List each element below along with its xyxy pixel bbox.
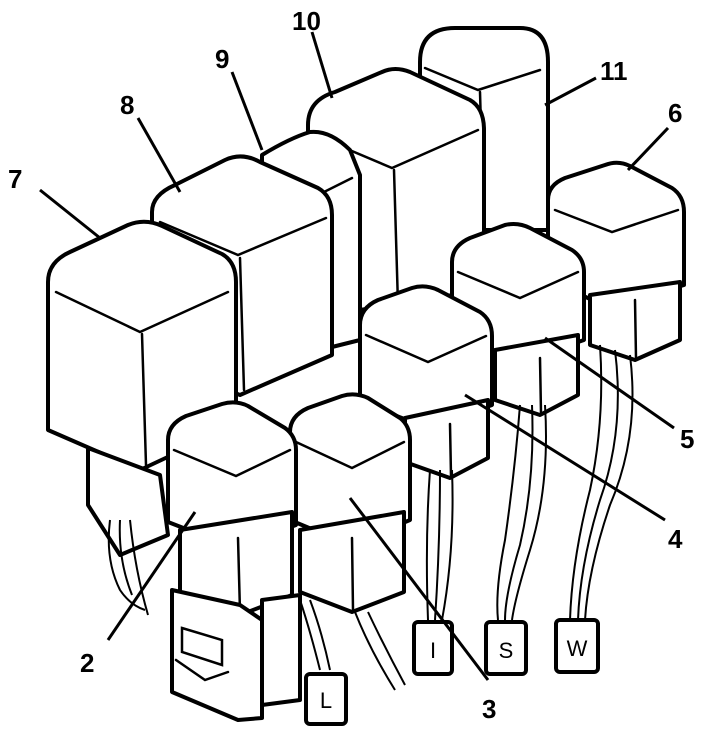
callout-11: 11 <box>600 56 628 86</box>
callout-10: 10 <box>292 6 321 36</box>
callout-3: 3 <box>482 694 496 724</box>
callout-8: 8 <box>120 90 134 120</box>
connector-label-L: L <box>320 688 332 713</box>
callout-6: 6 <box>668 98 682 128</box>
relay-2 <box>166 400 298 617</box>
connector-W: W <box>554 618 600 674</box>
callout-9: 9 <box>215 44 229 74</box>
callouts: 2 3 4 5 6 7 8 9 10 11 <box>8 6 694 724</box>
connector-label-W: W <box>567 636 588 661</box>
connector-I: I <box>412 620 454 676</box>
callout-5: 5 <box>680 424 694 454</box>
main-connector <box>170 588 302 722</box>
connector-L: L <box>304 672 348 726</box>
callout-4: 4 <box>668 524 683 554</box>
leader-lines <box>39 31 675 681</box>
connector-S: S <box>484 620 528 676</box>
relay-7 <box>46 219 238 557</box>
callout-2: 2 <box>80 648 94 678</box>
relay-3 <box>288 392 412 614</box>
connector-label-S: S <box>499 638 514 663</box>
callout-7: 7 <box>8 164 22 194</box>
connector-label-I: I <box>430 638 436 663</box>
